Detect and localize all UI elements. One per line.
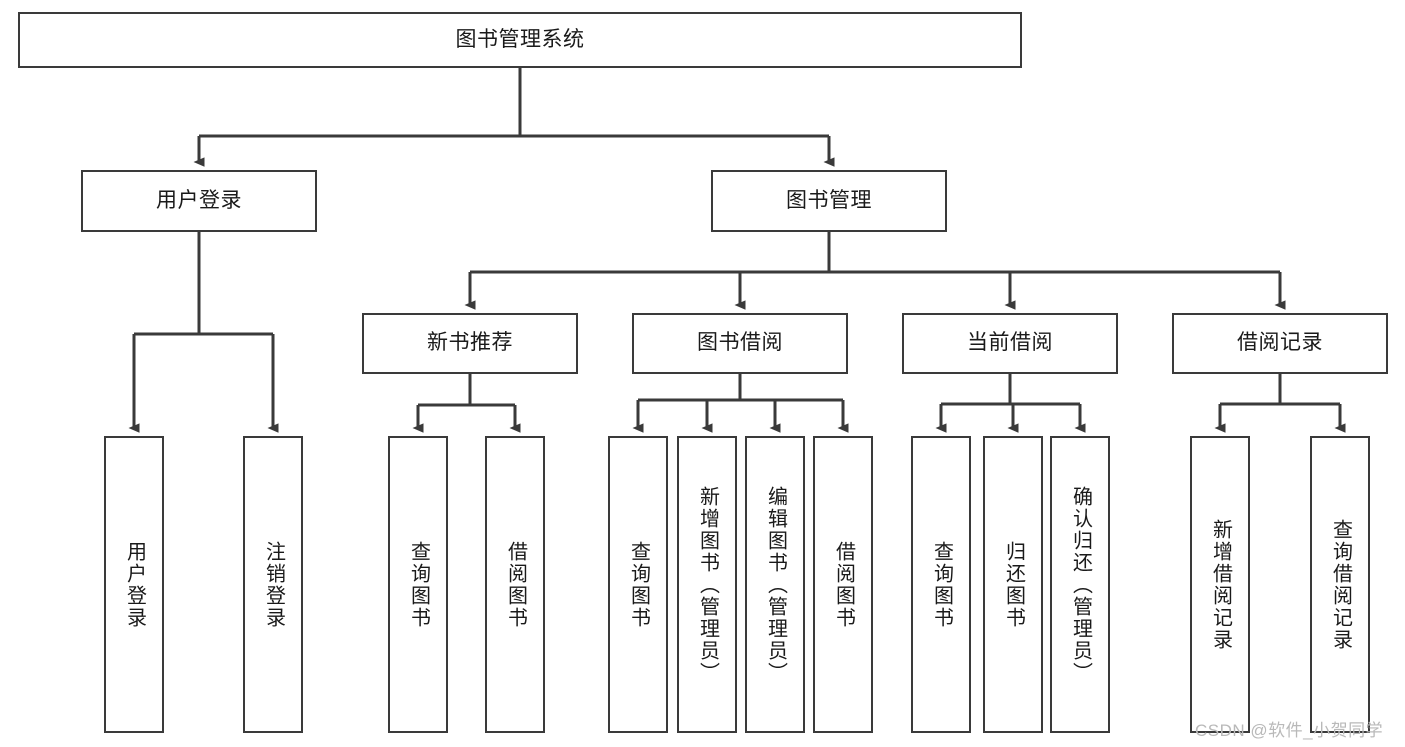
node-new-book-recommend[interactable]: 新书推荐 <box>362 313 578 374</box>
node-label: 新增借阅记录 <box>1209 518 1232 651</box>
node-label: 新书推荐 <box>427 331 513 355</box>
node-leaf-query-borrow-record[interactable]: 查询借阅记录 <box>1310 436 1370 733</box>
node-label: 用户登录 <box>123 540 146 629</box>
node-borrow-record[interactable]: 借阅记录 <box>1172 313 1388 374</box>
node-label: 当前借阅 <box>967 331 1053 355</box>
node-leaf-borrow-book-1[interactable]: 借阅图书 <box>485 436 545 733</box>
node-label: 查询图书 <box>407 540 430 629</box>
node-book-borrow[interactable]: 图书借阅 <box>632 313 848 374</box>
node-label: 确认归还（管理员） <box>1069 485 1092 684</box>
node-leaf-user-login[interactable]: 用户登录 <box>104 436 164 733</box>
node-leaf-query-book-2[interactable]: 查询图书 <box>608 436 668 733</box>
csdn-watermark: CSDN @软件_小贺同学 <box>1195 721 1384 740</box>
node-label: 借阅图书 <box>504 540 527 629</box>
node-leaf-logout[interactable]: 注销登录 <box>243 436 303 733</box>
node-leaf-edit-book[interactable]: 编辑图书（管理员） <box>745 436 805 733</box>
node-leaf-query-book-1[interactable]: 查询图书 <box>388 436 448 733</box>
node-label: 用户登录 <box>156 188 242 212</box>
node-label: 查询图书 <box>627 540 650 629</box>
node-leaf-add-borrow-record[interactable]: 新增借阅记录 <box>1190 436 1250 733</box>
node-leaf-query-book-3[interactable]: 查询图书 <box>911 436 971 733</box>
node-label: 图书借阅 <box>697 331 783 355</box>
node-root-system[interactable]: 图书管理系统 <box>18 12 1022 68</box>
node-label: 借阅图书 <box>832 540 855 629</box>
node-current-borrow[interactable]: 当前借阅 <box>902 313 1118 374</box>
node-label: 注销登录 <box>262 540 285 629</box>
node-book-manage[interactable]: 图书管理 <box>711 170 947 232</box>
node-leaf-borrow-book-2[interactable]: 借阅图书 <box>813 436 873 733</box>
node-label: 归还图书 <box>1002 540 1025 629</box>
node-label: 图书管理 <box>786 188 872 212</box>
node-leaf-confirm-return[interactable]: 确认归还（管理员） <box>1050 436 1110 733</box>
node-label: 新增图书（管理员） <box>696 485 719 684</box>
node-label: 图书管理系统 <box>455 27 585 51</box>
node-label: 查询借阅记录 <box>1329 518 1352 651</box>
node-user-login[interactable]: 用户登录 <box>81 170 317 232</box>
node-leaf-add-book[interactable]: 新增图书（管理员） <box>677 436 737 733</box>
node-label: 编辑图书（管理员） <box>764 485 787 684</box>
node-leaf-return-book[interactable]: 归还图书 <box>983 436 1043 733</box>
node-label: 查询图书 <box>930 540 953 629</box>
node-label: 借阅记录 <box>1237 331 1323 355</box>
